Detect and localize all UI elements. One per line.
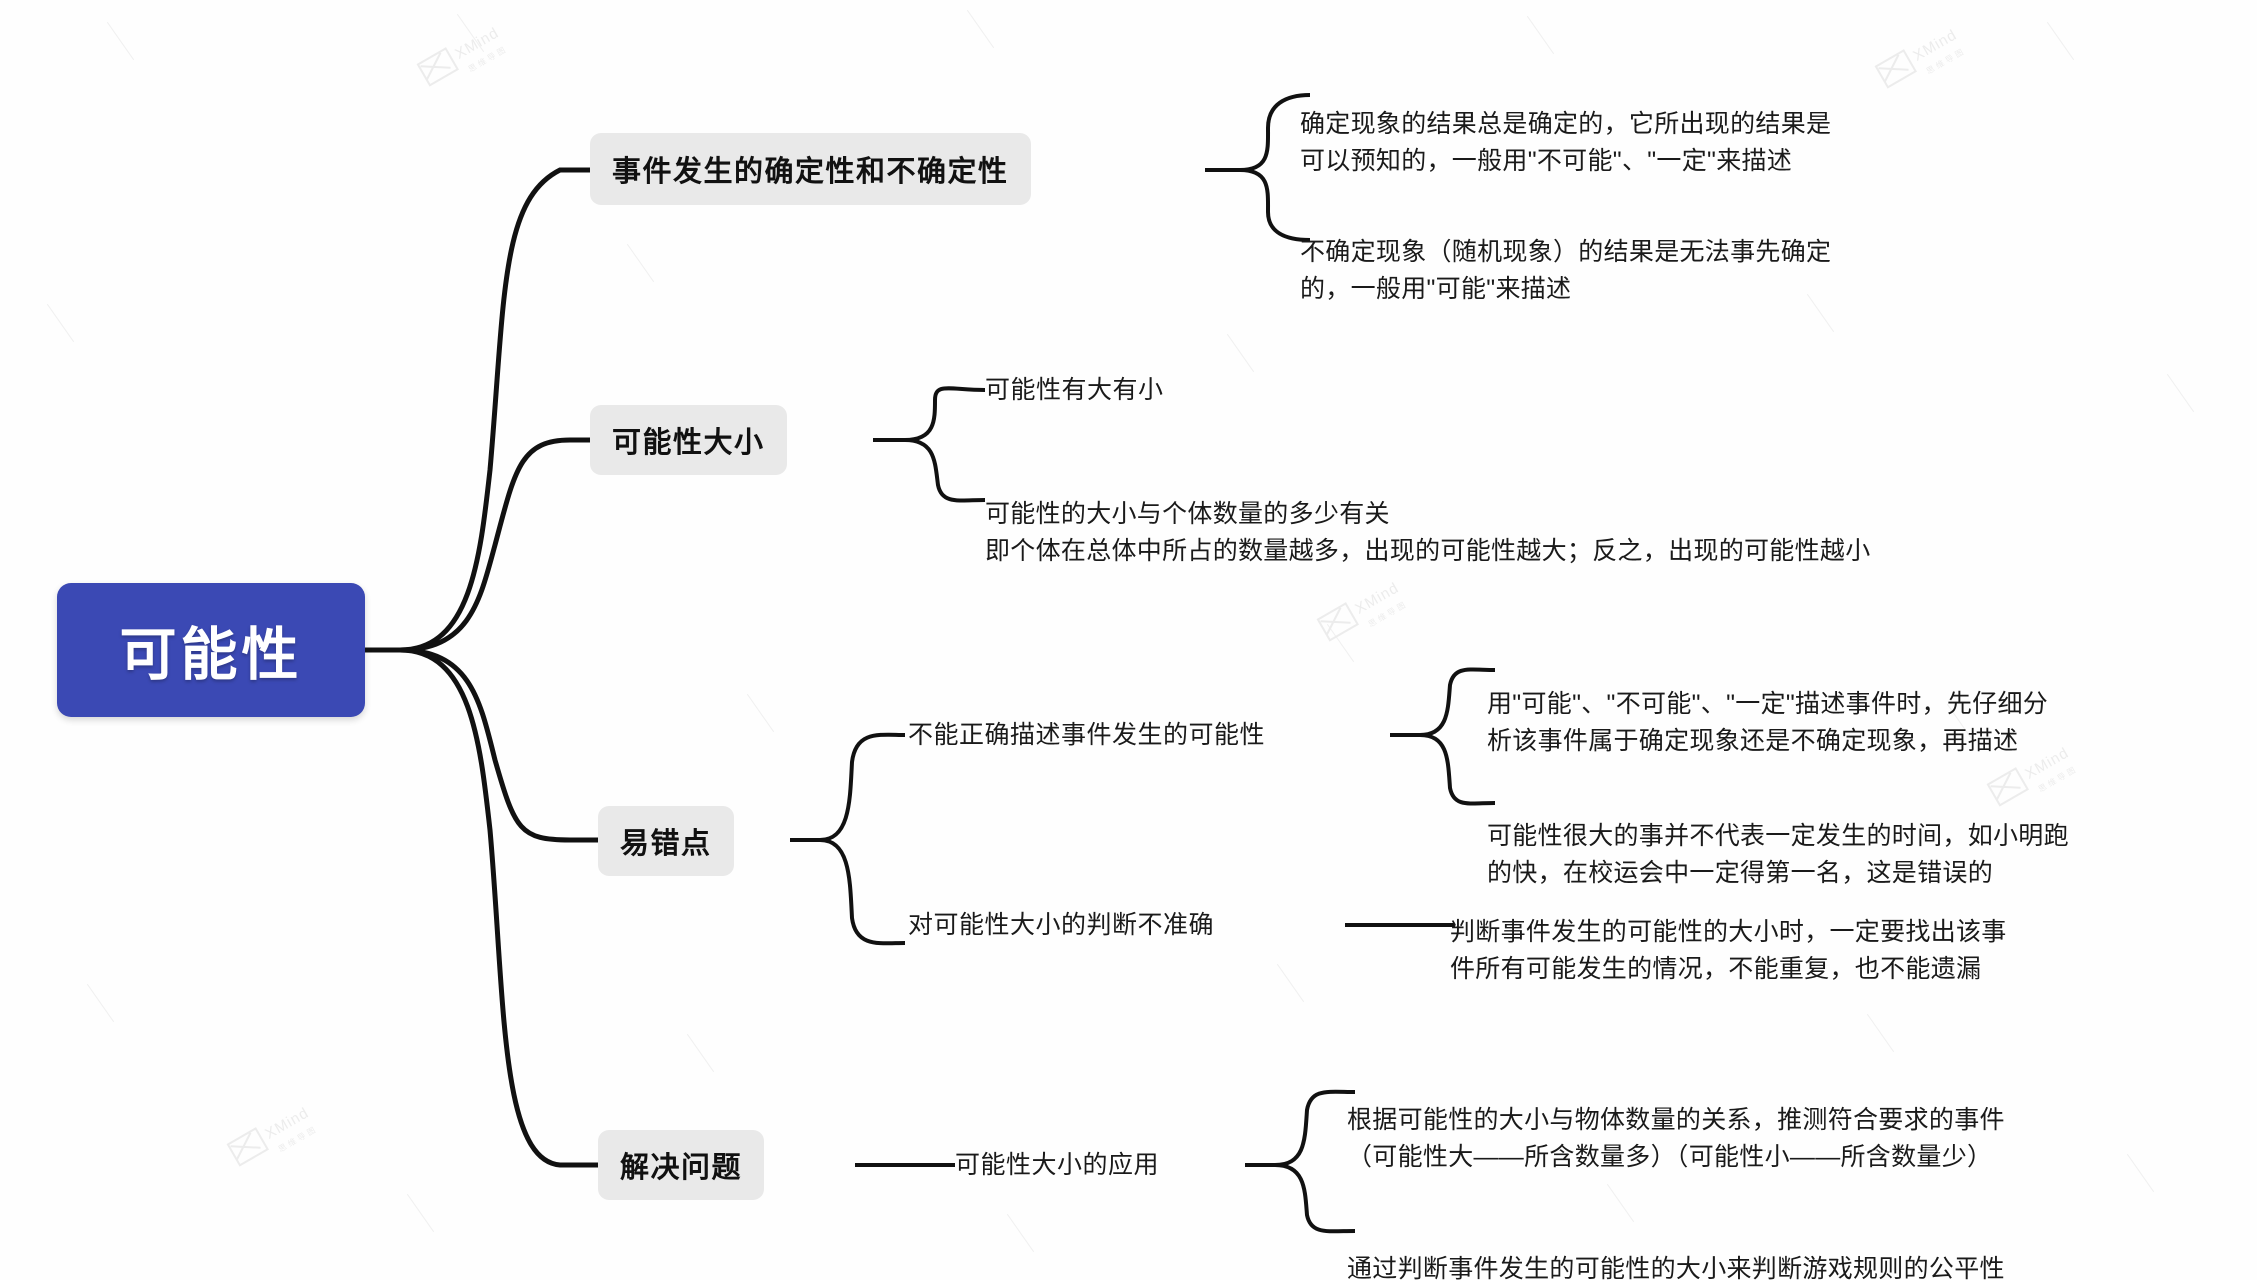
topic-node[interactable]: 可能性大小的应用 [955,1147,1159,1183]
branch-node-likelihood-magnitude[interactable]: 可能性大小 [590,405,787,475]
leaf-node[interactable]: 用"可能"、"不可能"、"一定"描述事件时，先仔细分 析该事件属于确定现象还是不… [1487,648,2187,761]
branch-node-label: 易错点 [620,828,712,860]
leaf-node-label: 判断事件发生的可能性的大小时，一定要找出该事 件所有可能发生的情况，不能重复，也… [1450,917,2007,984]
leaf-node-label: 可能性的大小与个体数量的多少有关 即个体在总体中所占的数量越多，出现的可能性越大… [985,499,1871,566]
xmind-logo-icon [1316,602,1359,642]
leaf-node[interactable]: 根据可能性的大小与物体数量的关系，推测符合要求的事件 （可能性大——所含数量多）… [1347,1064,2117,1177]
leaf-node-label: 可能性有大有小 [985,376,1164,404]
branch-node-certainty[interactable]: 事件发生的确定性和不确定性 [590,133,1031,205]
leaf-node-label: 通过判断事件发生的可能性的大小来判断游戏规则的公平性 [1347,1254,2005,1280]
branch-node-label: 可能性大小 [612,427,765,459]
leaf-node-label: 可能性很大的事并不代表一定发生的时间，如小明跑 的快，在校运会中一定得第一名，这… [1487,821,2069,888]
branch-node-label: 事件发生的确定性和不确定性 [612,156,1009,188]
topic-node[interactable]: 对可能性大小的判断不准确 [908,907,1214,943]
leaf-node-label: 确定现象的结果总是确定的，它所出现的结果是 可以预知的，一般用"不可能"、"一定… [1300,109,1832,176]
leaf-node-label: 根据可能性的大小与物体数量的关系，推测符合要求的事件 （可能性大——所含数量多）… [1347,1105,2005,1172]
xmind-logo-icon [226,1127,269,1167]
branch-node-problem-solving[interactable]: 解决问题 [598,1130,765,1200]
root-node[interactable]: 可能性 [57,583,365,717]
leaf-node[interactable]: 通过判断事件发生的可能性的大小来判断游戏规则的公平性 [1347,1213,2137,1280]
xmind-watermark: XMind 思维导图 [416,21,510,96]
leaf-node-label: 用"可能"、"不可能"、"一定"描述事件时，先仔细分 析该事件属于确定现象还是不… [1487,689,2049,756]
leaf-node[interactable]: 可能性有大有小 [985,372,1164,408]
xmind-watermark: XMind 思维导图 [226,1101,320,1176]
topic-node-label: 对可能性大小的判断不准确 [908,911,1215,939]
branch-node-label: 解决问题 [620,1152,743,1184]
topic-node-label: 不能正确描述事件发生的可能性 [908,721,1266,749]
root-node-label: 可能性 [119,623,303,687]
leaf-node[interactable]: 可能性的大小与个体数量的多少有关 即个体在总体中所占的数量越多，出现的可能性越大… [985,458,2145,571]
leaf-node-label: 不确定现象（随机现象）的结果是无法事先确定 的，一般用"可能"来描述 [1300,237,1832,304]
xmind-watermark: XMind 思维导图 [1316,576,1410,651]
xmind-logo-icon [416,47,459,87]
leaf-node[interactable]: 判断事件发生的可能性的大小时，一定要找出该事 件所有可能发生的情况，不能重复，也… [1450,876,2150,989]
topic-node[interactable]: 不能正确描述事件发生的可能性 [908,717,1265,753]
topic-node-label: 可能性大小的应用 [955,1151,1160,1179]
leaf-node[interactable]: 确定现象的结果总是确定的，它所出现的结果是 可以预知的，一般用"不可能"、"一定… [1300,68,1980,181]
branch-node-common-mistakes[interactable]: 易错点 [598,806,734,876]
leaf-node[interactable]: 不确定现象（随机现象）的结果是无法事先确定 的，一般用"可能"来描述 [1300,196,1980,309]
leaf-node[interactable]: 可能性很大的事并不代表一定发生的时间，如小明跑 的快，在校运会中一定得第一名，这… [1487,780,2197,893]
